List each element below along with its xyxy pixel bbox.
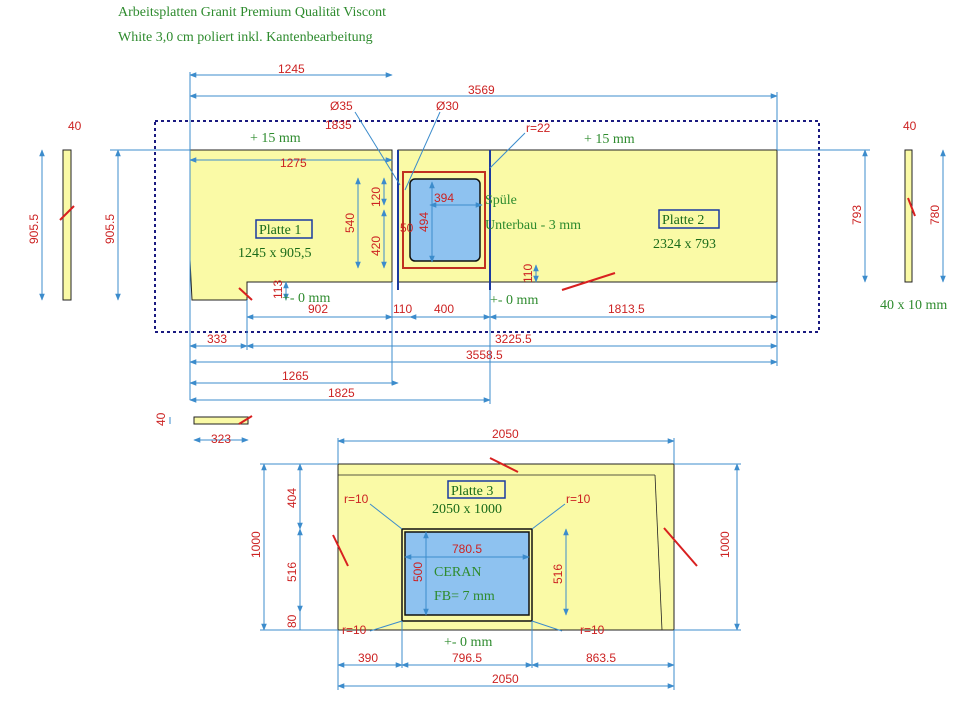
header-subtitle: White 3,0 cm poliert inkl. Kantenbearbei… bbox=[118, 30, 373, 45]
plate-3-label-frame bbox=[447, 480, 506, 499]
dim-863-5: 863.5 bbox=[586, 651, 616, 665]
hatch-mark bbox=[561, 272, 616, 291]
leader-dia30 bbox=[404, 111, 441, 191]
plate-3-size: 2050 x 1000 bbox=[432, 502, 502, 517]
ceran-label: CERAN bbox=[434, 565, 481, 580]
plate-1-size: 1245 x 905,5 bbox=[238, 246, 312, 261]
radius-10-bl: r=10 bbox=[342, 623, 367, 637]
dim-420: 420 bbox=[369, 236, 383, 256]
dim-1825: 1825 bbox=[328, 386, 355, 400]
dim-516-left: 516 bbox=[285, 562, 299, 582]
sink-undermount: Unterbau - 3 mm bbox=[485, 218, 581, 233]
tolerance-zero-bottom: +- 0 mm bbox=[444, 635, 492, 650]
left-edge-profile bbox=[62, 149, 72, 301]
dim-516-right: 516 bbox=[551, 564, 565, 584]
dia-30: Ø30 bbox=[436, 99, 459, 113]
dim-1000-right: 1000 bbox=[718, 531, 732, 558]
depth-905: 905.5 bbox=[103, 214, 117, 244]
dim-500: 500 bbox=[411, 562, 425, 582]
tolerance-left: + 15 mm bbox=[250, 131, 301, 146]
dim-2050-top: 2050 bbox=[492, 427, 519, 441]
radius-22: r=22 bbox=[526, 121, 551, 135]
dim-796-5: 796.5 bbox=[452, 651, 482, 665]
plate-3-label: Platte 3 bbox=[451, 484, 493, 499]
dim-1813-5: 1813.5 bbox=[608, 302, 645, 316]
sink-basin bbox=[409, 178, 481, 262]
dim-1275: 1275 bbox=[280, 156, 307, 170]
ceran-fb: FB= 7 mm bbox=[434, 589, 495, 604]
hatch-mark bbox=[238, 287, 253, 301]
dim-piece-40: 40 bbox=[154, 412, 168, 426]
sink-label: Spüle bbox=[485, 193, 517, 208]
dim-110-h: 110 bbox=[393, 302, 412, 316]
dim-3225-5: 3225.5 bbox=[495, 332, 532, 346]
hatch-mark bbox=[238, 415, 253, 425]
depth-793: 793 bbox=[850, 205, 864, 225]
depth-780: 780 bbox=[928, 205, 942, 225]
dim-902: 902 bbox=[308, 302, 328, 316]
dim-404: 404 bbox=[285, 488, 299, 508]
hatch-mark bbox=[489, 457, 519, 473]
dim-110-v: 110 bbox=[521, 264, 535, 283]
dim-400: 400 bbox=[434, 302, 454, 316]
dim-3569: 3569 bbox=[468, 83, 495, 97]
dim-1000-left: 1000 bbox=[249, 531, 263, 558]
dim-333: 333 bbox=[207, 332, 227, 346]
radius-10-tl: r=10 bbox=[344, 492, 369, 506]
dim-323: 323 bbox=[211, 432, 231, 446]
leader-r10-bl bbox=[369, 620, 403, 632]
sink-cutout-frame bbox=[402, 171, 486, 269]
dim-1265: 1265 bbox=[282, 369, 309, 383]
dim-80: 80 bbox=[285, 614, 299, 628]
dim-540: 540 bbox=[343, 213, 357, 233]
radius-10-tr: r=10 bbox=[566, 492, 591, 506]
plate-2-label: Platte 2 bbox=[662, 213, 704, 228]
edge-40-right: 40 bbox=[903, 119, 917, 133]
ceran-frame bbox=[401, 528, 533, 622]
plate-2-size: 2324 x 793 bbox=[653, 237, 716, 252]
hatch-mark bbox=[59, 205, 75, 221]
tolerance-zero-left: +- 0 mm bbox=[282, 291, 330, 306]
plate-2-label-frame bbox=[658, 209, 720, 229]
dim-1245: 1245 bbox=[278, 62, 305, 76]
tolerance-right: + 15 mm bbox=[584, 132, 635, 147]
plate-1-label-frame bbox=[255, 219, 313, 239]
hatch-mark bbox=[663, 527, 698, 567]
leader-r22 bbox=[489, 132, 526, 169]
dim-494: 494 bbox=[417, 212, 431, 232]
dia-35: Ø35 bbox=[330, 99, 353, 113]
depth-905-left: 905.5 bbox=[27, 214, 41, 244]
outer-dashed-outline bbox=[154, 120, 820, 333]
edge-piece-323 bbox=[193, 416, 249, 425]
radius-10-br: r=10 bbox=[580, 623, 605, 637]
dim-1835: 1835 bbox=[325, 118, 352, 132]
leader-dia35 bbox=[354, 111, 401, 186]
dim-113: 113 bbox=[271, 280, 285, 299]
right-edge-profile bbox=[904, 149, 913, 283]
plate-3-inner-line-right bbox=[654, 474, 663, 631]
edge-40-left: 40 bbox=[68, 119, 82, 133]
leader-r10-tr bbox=[531, 503, 566, 530]
dim-390: 390 bbox=[358, 651, 378, 665]
dim-50: 50 bbox=[400, 221, 414, 235]
header-title: Arbeitsplatten Granit Premium Qualität V… bbox=[118, 5, 386, 20]
tolerance-zero-right: +- 0 mm bbox=[490, 293, 538, 308]
dim-2050-bottom: 2050 bbox=[492, 672, 519, 686]
dim-394: 394 bbox=[434, 191, 454, 205]
dim-780-5: 780.5 bbox=[452, 542, 482, 556]
hatch-mark bbox=[907, 197, 916, 217]
hatch-mark bbox=[332, 534, 349, 567]
strip-size: 40 x 10 mm bbox=[880, 298, 947, 313]
plate-1-label: Platte 1 bbox=[259, 223, 301, 238]
leader-r10-br bbox=[531, 620, 563, 632]
leader-r10-tl bbox=[369, 503, 403, 530]
dim-120: 120 bbox=[369, 187, 383, 207]
dim-3558-5: 3558.5 bbox=[466, 348, 503, 362]
